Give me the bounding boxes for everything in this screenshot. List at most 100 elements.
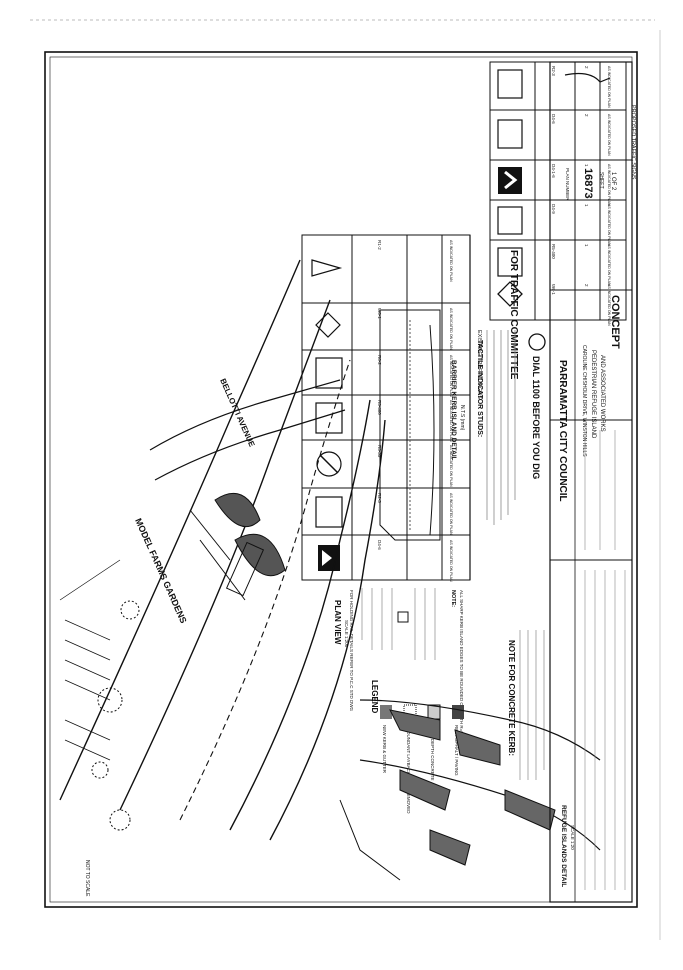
- project-line-1: CAROLINE CHISHOLM DRIVE, WINSTON HILLS: [581, 345, 587, 457]
- proposed-sign-action: AS INDICATED ON PLAN: [607, 204, 611, 246]
- council-logo-icon: [564, 72, 611, 83]
- proposed-sign-qty: 1: [584, 204, 589, 207]
- barrier-kerb-scale: N.T.S (mm): [459, 405, 465, 431]
- existing-sign-action: AS INDICATED ON PLAN: [449, 400, 453, 442]
- legend-item-4: RED ASPHALT / PAVING: [454, 725, 459, 776]
- road-edge-3: [229, 399, 371, 831]
- proposed-sign-action: AS INDICATED ON PLAN: [607, 164, 611, 206]
- car-park: [59, 559, 121, 761]
- proposed-sign-type: R5-400: [551, 244, 556, 259]
- arrow-sign-icon: [497, 206, 523, 235]
- tree-icon: [120, 600, 140, 620]
- street-label-bellotti: BELLOTTI AVENUE: [218, 377, 256, 449]
- existing-signs-table: EXISTING TRAFFIC SIGNS: [301, 234, 482, 581]
- refuge-detail-scale: SCALE 1:20: [570, 825, 575, 850]
- existing-sign-type: W6-1: [377, 308, 382, 319]
- project-line-2: PEDESTRIAN REFUGE ISLAND: [590, 350, 596, 439]
- pedestrian-warning-sign-icon: [497, 281, 523, 307]
- keep-left-sign-icon: [315, 496, 343, 528]
- existing-sign-type: R8-2: [377, 355, 382, 365]
- refuge-detail-title: REFUGE ISLANDS DETAIL: [560, 805, 567, 887]
- road-centreline: [179, 359, 351, 821]
- proposed-sign-action: AS INDICATED ON PLAN: [607, 114, 611, 156]
- tree-icon: [109, 809, 131, 831]
- proposed-sign-qty: 2: [584, 284, 589, 287]
- existing-sign-type: R1-2: [377, 240, 382, 250]
- notes-column: FOR HOLDING RAIL DETAILS REFER TO P.C.C …: [349, 588, 545, 780]
- legend: LEGEND NEW KERB & GUTTER REDUNDANT LAYBA…: [370, 680, 464, 814]
- proposed-sign-qty: 1: [584, 164, 589, 167]
- proposed-sign-type: D4-6: [551, 114, 556, 124]
- note-body: ALL SHARP KERB ISLAND EDGES TO BE ROUNDE…: [459, 590, 464, 738]
- proposed-sign-qty: 2: [584, 66, 589, 69]
- existing-sign-action: AS INDICATED ON PLAN: [449, 540, 453, 582]
- proposed-sign-qty: 1: [584, 244, 589, 247]
- refuge-island-1: [214, 492, 261, 528]
- keep-left-sign-icon: [497, 69, 523, 99]
- pedestrian-warning-sign-icon: [315, 312, 341, 338]
- existing-sign-action: AS INDICATED ON PLAN: [449, 308, 453, 350]
- tree-icon: [97, 687, 123, 713]
- dial-label: DIAL 1100 BEFORE YOU DIG: [531, 356, 541, 479]
- dial-before-you-dig: DIAL 1100 BEFORE YOU DIG: [528, 333, 546, 479]
- status-label: CONCEPT: [609, 295, 621, 349]
- sheet-label: SHEET: [598, 172, 604, 189]
- holding-rail-note: FOR HOLDING RAIL DETAILS REFER TO P.C.C …: [349, 590, 354, 712]
- existing-signs-title: EXISTING TRAFFIC SIGNS: [476, 330, 482, 399]
- chevron-sign-icon: [498, 167, 522, 194]
- legend-item-3: 80mm DEPTH CONCRETE: [430, 725, 435, 781]
- existing-sign-action: AS INDICATED ON PLAN: [449, 355, 453, 397]
- road-edge-4: [269, 419, 386, 841]
- project-line-3: AND ASSOCIATED WORKS: [599, 355, 605, 432]
- proposed-sign-type: D4-9: [551, 204, 556, 214]
- sheet-inner-border: [49, 56, 633, 903]
- legend-item-2: REDUNDANT LAYBACK TO BE REMOVED: [406, 725, 411, 814]
- proposed-sign-type: W6-1: [551, 284, 556, 295]
- refuge-islands-detail: REFUGE ISLANDS DETAIL SCALE 1:20: [339, 699, 601, 887]
- existing-sign-type: R5-400: [377, 400, 382, 415]
- proposed-sign-qty: 2: [584, 114, 589, 117]
- tactile-studs-title: TACTILE INDICATOR STUDS:: [476, 340, 483, 437]
- proposed-sign-symbols: [497, 69, 523, 307]
- plan-number-label: PLAN NUMBER: [565, 168, 570, 201]
- concrete-kerb-title: NOTE FOR CONCRETE KERB:: [507, 640, 516, 756]
- existing-sign-type: D4-6: [377, 540, 382, 550]
- traffic-committee-label: FOR TRAFFIC COMMITTEE: [508, 250, 519, 380]
- no-parking-sign-icon: [497, 247, 523, 277]
- legend-item-1: NEW KERB & GUTTER: [382, 725, 387, 774]
- existing-sign-action: AS INDICATED ON PLAN: [449, 240, 453, 282]
- proposed-sign-action: AS INDICATED ON PLAN: [607, 66, 611, 108]
- footer-stamp: NOT TO SCALE: [84, 860, 90, 897]
- proposed-sign-action: AS INDICATED ON PLAN: [607, 244, 611, 286]
- phone-icon: [528, 333, 546, 351]
- note-title: NOTE:: [450, 590, 456, 607]
- existing-sign-action: AS INDICATED ON PLAN: [449, 445, 453, 487]
- barrier-kerb-detail: BARRIER KERB ISLAND DETAIL N.T.S (mm) TA…: [379, 309, 516, 541]
- council-name: PARRAMATTA CITY COUNCIL: [557, 360, 568, 502]
- existing-sign-action: AS INDICATED ON PLAN: [449, 493, 453, 535]
- tree-icon: [91, 761, 109, 779]
- sheet-border: [44, 51, 638, 908]
- existing-sign-type: R5-35: [377, 445, 382, 458]
- title-block: PARRAMATTA CITY COUNCIL CAROLINE CHISHOL…: [549, 61, 633, 903]
- barrier-kerb-title: BARRIER KERB ISLAND DETAIL: [450, 360, 457, 461]
- plan-view-title: PLAN VIEW: [333, 600, 342, 645]
- legend-title: LEGEND: [370, 680, 379, 714]
- road-edge-2: [119, 299, 331, 811]
- proposed-sign-type: D4-1-6: [551, 164, 556, 178]
- pedestrian-crossing: [225, 541, 265, 597]
- proposed-signs-title: PROPOSED TRAFFIC SIGNS: [630, 105, 636, 180]
- existing-sign-type: R2-3: [377, 493, 382, 503]
- sheet-of: 1 OF 2: [610, 172, 616, 191]
- refuge-island-2: [234, 533, 286, 577]
- road-edge-1: [59, 259, 301, 801]
- plan-number: 16873: [582, 168, 594, 199]
- give-way-sign-icon: [311, 259, 343, 277]
- legend-swatch-1: [380, 705, 392, 719]
- proposed-sign-action: AS INDICATED ON PLAN: [607, 284, 611, 326]
- hazard-sign-icon: [497, 119, 523, 149]
- legend-swatch-4: [452, 705, 464, 719]
- plan-view-scale: SCALE 1:200: [344, 620, 349, 648]
